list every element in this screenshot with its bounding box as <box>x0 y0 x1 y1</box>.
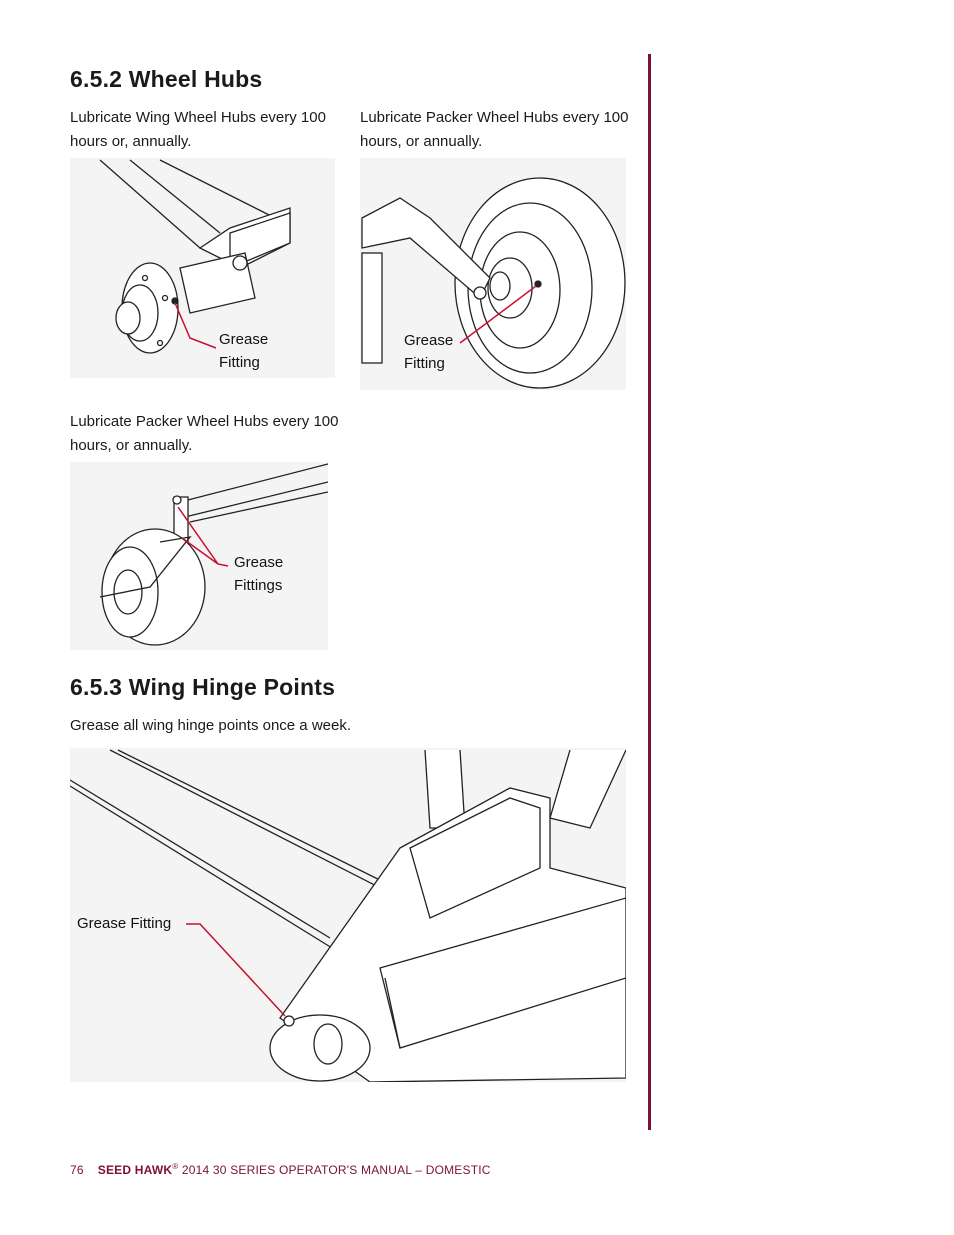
packer-wheel-fittings-figure: Grease Fittings <box>70 462 328 650</box>
page-footer: 76 SEED HAWK® 2014 30 SERIES OPERATOR'S M… <box>70 1162 491 1177</box>
wing-wheel-hub-figure: Grease Fitting <box>70 158 335 378</box>
registered-mark: ® <box>172 1162 179 1171</box>
manual-title: 2014 30 SERIES OPERATOR'S MANUAL – DOMES… <box>178 1163 491 1177</box>
grease-fittings-label: Grease Fittings <box>234 554 284 594</box>
section-heading-wheel-hubs: 6.5.2 Wheel Hubs <box>70 66 263 92</box>
grease-fitting-label-2: Grease Fitting <box>404 332 454 372</box>
packer-wheel-hub-instruction-1: Lubricate Packer Wheel Hubs every 100 ho… <box>360 109 629 150</box>
brand-name: SEED HAWK <box>97 1163 173 1177</box>
wing-hinge-instruction: Grease all wing hinge points once a week… <box>70 717 352 734</box>
wing-wheel-hub-instruction: Lubricate Wing Wheel Hubs every 100 hour… <box>70 109 326 150</box>
page-number: 76 <box>70 1163 84 1177</box>
section-heading-wing-hinge: 6.5.3 Wing Hinge Points <box>70 674 336 700</box>
grease-fitting-label-hinge: Grease Fitting <box>77 915 172 932</box>
margin-rule <box>648 54 651 1130</box>
wing-hinge-figure: Grease Fitting <box>70 748 626 1082</box>
grease-fitting-label-1: Grease Fitting <box>219 331 269 371</box>
packer-wheel-hub-figure-1: Grease Fitting <box>360 158 626 390</box>
packer-wheel-hub-instruction-2: Lubricate Packer Wheel Hubs every 100 ho… <box>70 413 339 454</box>
